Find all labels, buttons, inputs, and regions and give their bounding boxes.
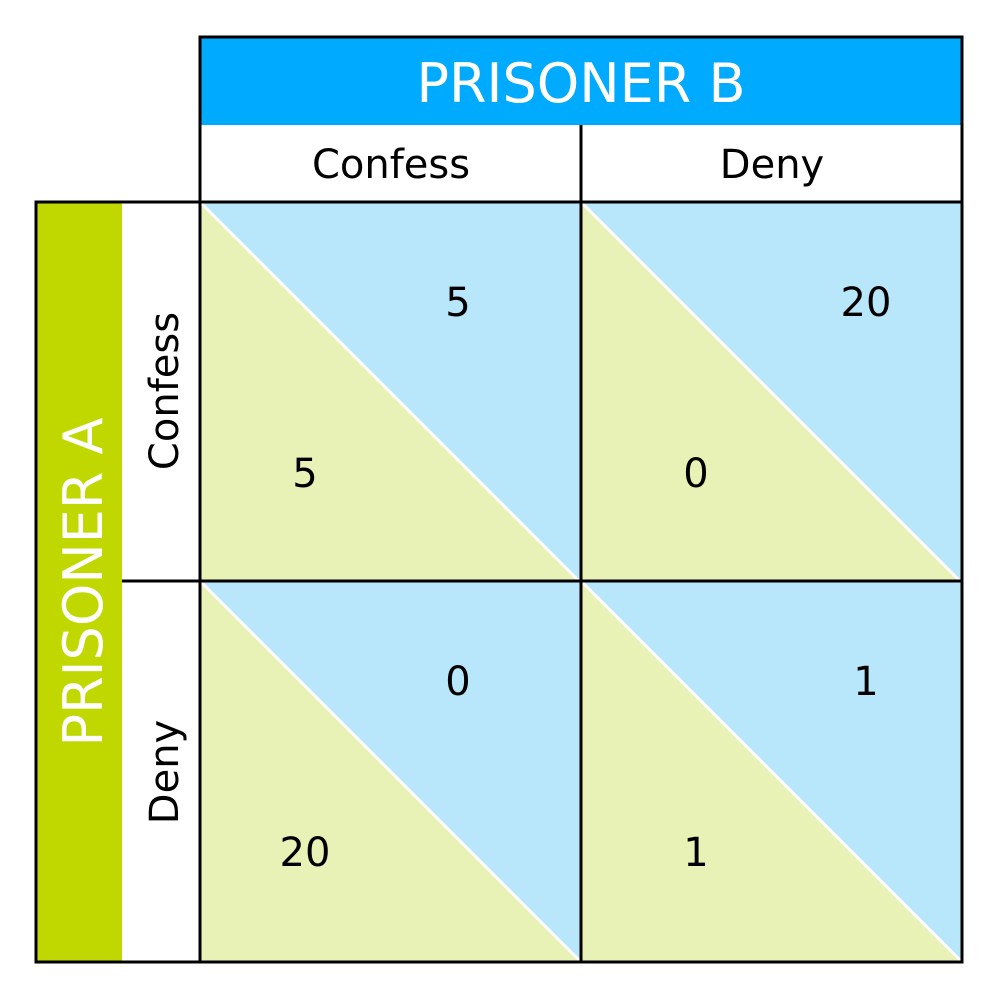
col-header-deny: Deny xyxy=(720,142,824,188)
row-header-confess: Confess xyxy=(142,312,188,470)
payoff-b-value: 5 xyxy=(445,280,470,326)
payoff-b-value: 20 xyxy=(841,280,892,326)
payoff-a-value: 5 xyxy=(292,451,317,497)
payoff-b-value: 0 xyxy=(445,659,470,705)
col-header-confess: Confess xyxy=(312,142,470,188)
cell-diagonal xyxy=(579,200,964,585)
prisoner-a-label: PRISONER A xyxy=(52,417,115,746)
row-header-deny: Deny xyxy=(142,720,188,824)
payoff-a-value: 1 xyxy=(683,830,708,876)
payoff-a-value: 0 xyxy=(683,451,708,497)
prisoner-a-header xyxy=(36,202,122,962)
prisoner-b-header xyxy=(200,37,962,125)
payoff-a-value: 20 xyxy=(280,830,331,876)
cell-diagonal xyxy=(579,579,964,964)
cell-diagonal xyxy=(198,200,583,585)
prisoner-b-label: PRISONER B xyxy=(416,52,745,115)
grid-lines xyxy=(34,35,964,964)
cell-diagonal xyxy=(198,579,583,964)
payoff-b-value: 1 xyxy=(853,659,878,705)
